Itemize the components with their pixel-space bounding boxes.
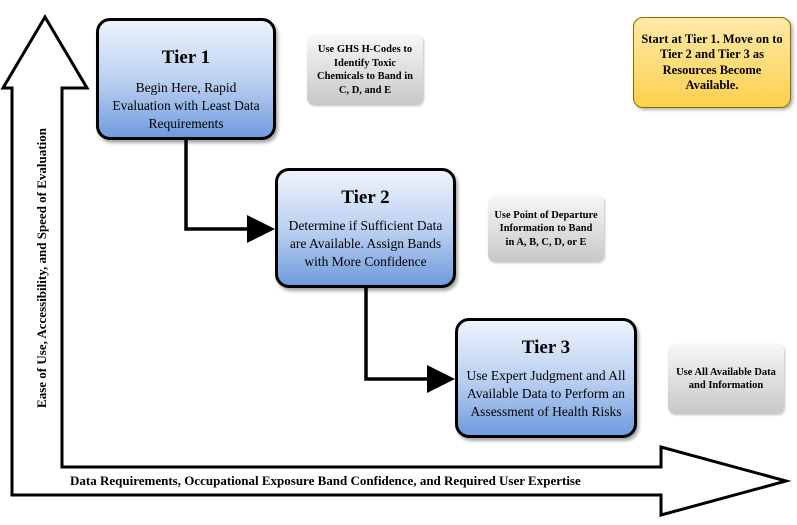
tier-2-title: Tier 2 — [341, 187, 390, 208]
tier-1-description: Begin Here, Rapid Evaluation with Least … — [112, 80, 260, 131]
tier-1-box: Tier 1 Begin Here, Rapid Evaluation with… — [96, 18, 276, 140]
tier-2-note: Use Point of Departure Information to Ba… — [488, 196, 604, 262]
tier-3-title: Tier 3 — [521, 337, 571, 358]
y-axis-label: Ease of Use, Accessibility, and Speed of… — [34, 128, 49, 408]
connector-tier2-tier3 — [364, 288, 455, 393]
tier-3-description: Use Expert Judgment and All Available Da… — [466, 368, 626, 419]
tier-1-title: Tier 1 — [161, 47, 211, 68]
start-callout: Start at Tier 1. Move on to Tier 2 and T… — [633, 17, 791, 108]
axes-arrow-outline — [0, 14, 792, 517]
tier-3-box: Tier 3 Use Expert Judgment and All Avail… — [455, 318, 637, 438]
connector-tier1-tier2 — [184, 140, 275, 243]
tier-1-note: Use GHS H-Codes to Identify Toxic Chemic… — [307, 35, 423, 105]
tier-2-description: Determine if Sufficient Data are Availab… — [288, 218, 443, 269]
tier-3-note: Use All Available Data and Information — [668, 344, 784, 414]
x-axis-label: Data Requirements, Occupational Exposure… — [70, 473, 581, 488]
tier-2-box: Tier 2 Determine if Sufficient Data are … — [275, 168, 456, 288]
